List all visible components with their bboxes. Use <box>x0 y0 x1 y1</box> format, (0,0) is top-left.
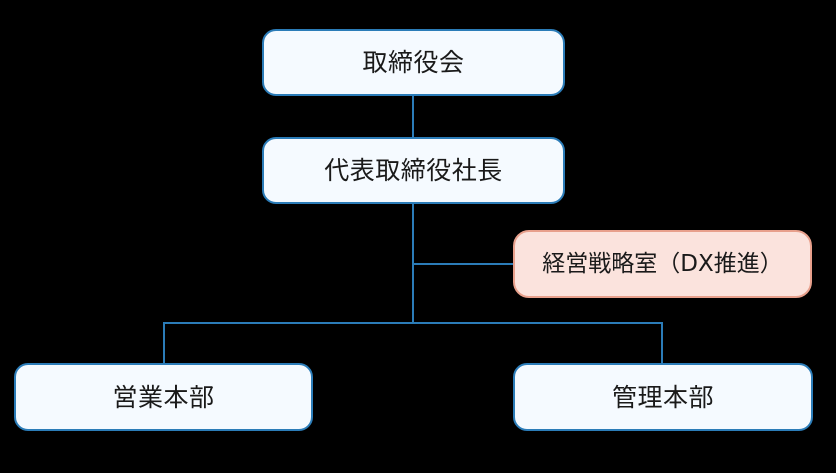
connector-bus-to-admin <box>661 322 663 364</box>
org-node-admin-division[interactable]: 管理本部 <box>513 363 813 431</box>
org-node-president-label: 代表取締役社長 <box>324 156 503 185</box>
org-node-strategy-office-label: 経営戦略室（DX推進） <box>542 250 783 277</box>
org-node-president[interactable]: 代表取締役社長 <box>262 137 565 204</box>
connector-bus-to-sales <box>163 322 165 364</box>
connector-division-bus <box>163 322 663 324</box>
connector-board-to-president <box>412 95 414 138</box>
org-node-strategy-office[interactable]: 経営戦略室（DX推進） <box>513 230 812 298</box>
org-node-admin-division-label: 管理本部 <box>611 382 714 412</box>
org-node-board-label: 取締役会 <box>362 48 465 77</box>
org-node-sales-division-label: 営業本部 <box>112 382 215 412</box>
connector-president-to-strategy <box>412 263 514 265</box>
org-node-sales-division[interactable]: 営業本部 <box>14 363 313 431</box>
org-node-board[interactable]: 取締役会 <box>262 29 565 96</box>
